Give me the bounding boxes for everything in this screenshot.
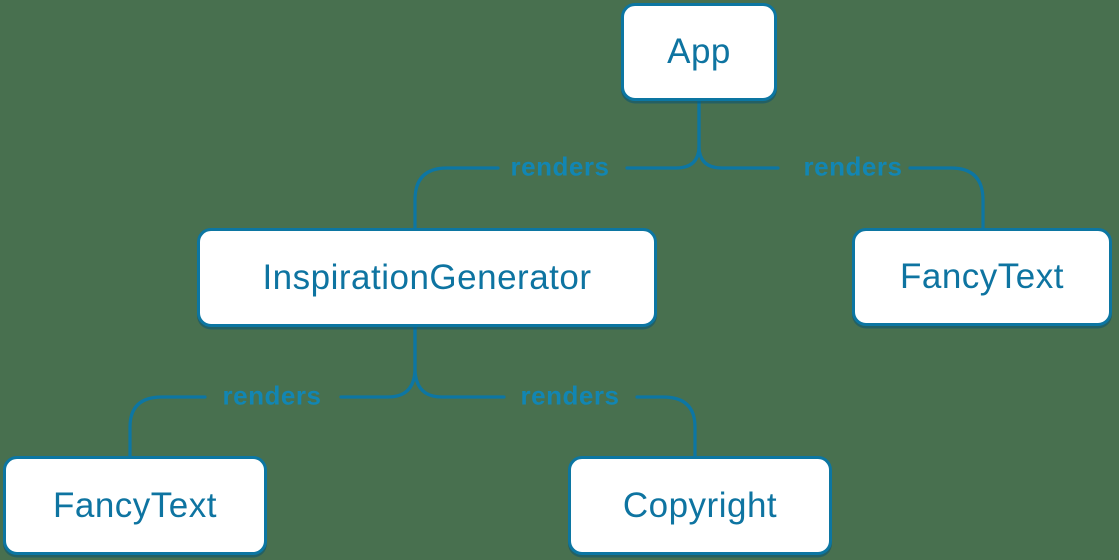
node-app: App <box>621 3 777 101</box>
node-fancy-text-bottom: FancyText <box>3 456 267 555</box>
edge-label-app-to-inspirationgenerator: renders <box>510 151 610 182</box>
node-fancy-text-bottom-label: FancyText <box>53 485 217 525</box>
edge-label-inspirationgenerator-to-copyright: renders <box>520 380 620 411</box>
node-copyright: Copyright <box>568 456 832 555</box>
edge-label-inspirationgenerator-to-fancytext: renders <box>222 380 322 411</box>
edge-label-app-to-fancytext: renders <box>803 151 903 182</box>
node-inspiration-generator: InspirationGenerator <box>197 228 657 327</box>
node-app-label: App <box>667 32 731 71</box>
node-fancy-text-top-label: FancyText <box>900 257 1064 296</box>
node-fancy-text-top: FancyText <box>852 228 1112 326</box>
node-inspiration-generator-label: InspirationGenerator <box>262 257 592 297</box>
node-copyright-label: Copyright <box>622 485 778 525</box>
